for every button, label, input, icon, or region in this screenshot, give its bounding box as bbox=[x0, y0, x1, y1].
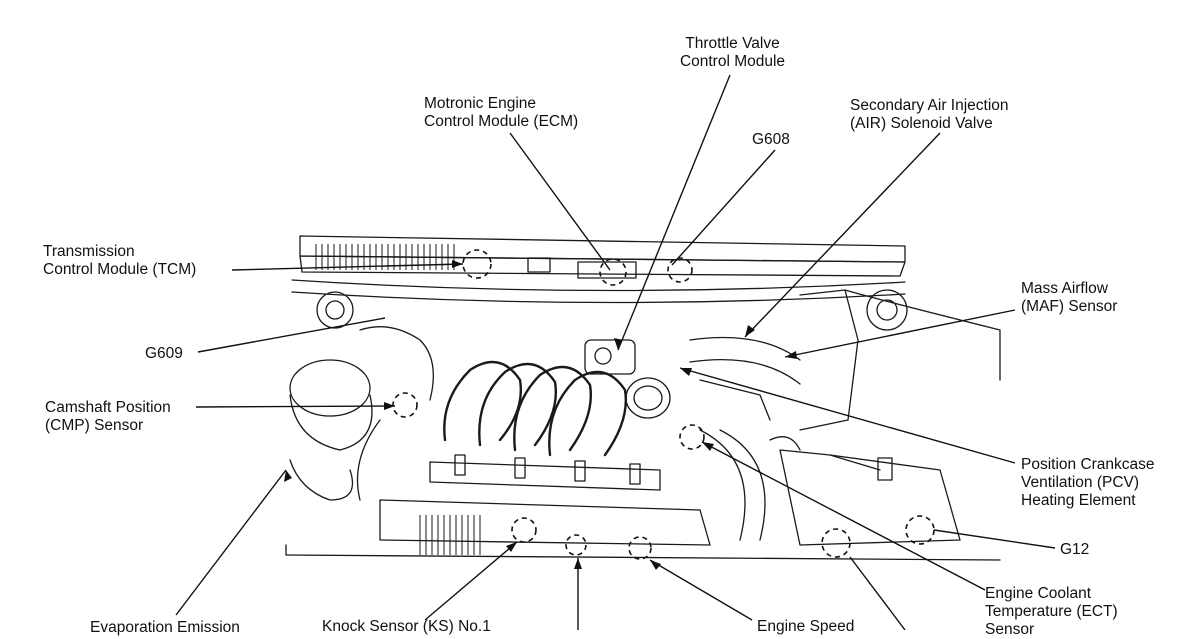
label-line: (AIR) Solenoid Valve bbox=[850, 115, 993, 132]
label-knock-sensor: Knock Sensor (KS) No.1 bbox=[322, 618, 491, 636]
label-line: Mass Airflow bbox=[1021, 280, 1108, 297]
component-locator-circles bbox=[392, 249, 935, 560]
label-pcv-heating-element: Position Crankcase Ventilation (PCV) Hea… bbox=[1021, 456, 1155, 510]
label-line: G609 bbox=[145, 345, 183, 362]
label-tcm: Transmission Control Module (TCM) bbox=[43, 243, 196, 279]
label-line: Position Crankcase bbox=[1021, 456, 1155, 473]
label-secondary-air-injection: Secondary Air Injection (AIR) Solenoid V… bbox=[850, 97, 1009, 133]
label-line: Sensor bbox=[985, 621, 1035, 638]
label-line: Throttle Valve bbox=[685, 35, 780, 52]
locator-ect bbox=[679, 424, 705, 450]
locator-cmp bbox=[392, 392, 418, 418]
label-line: Control Module bbox=[679, 53, 786, 70]
locator-ecm bbox=[599, 258, 627, 286]
label-line: Engine Coolant bbox=[985, 585, 1091, 602]
label-line: Evaporation Emission bbox=[90, 619, 240, 636]
label-cmp-sensor: Camshaft Position (CMP) Sensor bbox=[45, 399, 171, 435]
label-line: Secondary Air Injection bbox=[850, 97, 1009, 114]
label-line: Motronic Engine bbox=[424, 95, 537, 112]
engine-bay-illustration bbox=[285, 235, 1001, 561]
label-line: Ventilation (PCV) bbox=[1021, 474, 1140, 491]
label-throttle-valve-control-module: Throttle Valve Control Module bbox=[660, 35, 805, 71]
label-maf-sensor: Mass Airflow (MAF) Sensor bbox=[1021, 280, 1117, 316]
locator-knock-sensor bbox=[511, 517, 537, 543]
label-line: Transmission bbox=[43, 243, 135, 260]
label-g609: G609 bbox=[145, 345, 183, 363]
label-line: (MAF) Sensor bbox=[1021, 298, 1118, 315]
label-line: Control Module (ECM) bbox=[424, 113, 579, 130]
label-line: Heating Element bbox=[1021, 492, 1136, 509]
locator-g12 bbox=[905, 515, 935, 545]
label-evaporation-emission: Evaporation Emission bbox=[90, 619, 240, 637]
locator-tcm bbox=[462, 249, 492, 279]
label-line: Engine Speed bbox=[757, 618, 855, 635]
label-line: Camshaft Position bbox=[45, 399, 171, 416]
label-line: Control Module (TCM) bbox=[43, 261, 197, 278]
locator-engine-speed bbox=[628, 536, 652, 560]
label-ect-sensor: Engine Coolant Temperature (ECT) Sensor bbox=[985, 585, 1118, 639]
label-line: Temperature (ECT) bbox=[985, 603, 1118, 620]
label-g608: G608 bbox=[752, 131, 790, 149]
locator-engine-speed-area bbox=[821, 528, 851, 558]
label-line: G608 bbox=[752, 131, 790, 148]
label-g12: G12 bbox=[1060, 541, 1089, 559]
leader-lines bbox=[175, 74, 1056, 630]
label-line: Knock Sensor (KS) No.1 bbox=[322, 618, 491, 635]
locator-g608 bbox=[667, 257, 693, 283]
label-motronic-ecm: Motronic Engine Control Module (ECM) bbox=[424, 95, 578, 131]
label-line: (CMP) Sensor bbox=[45, 417, 144, 434]
label-engine-speed: Engine Speed bbox=[757, 618, 854, 636]
label-line: G12 bbox=[1060, 541, 1090, 558]
locator-knock-2 bbox=[565, 534, 587, 556]
